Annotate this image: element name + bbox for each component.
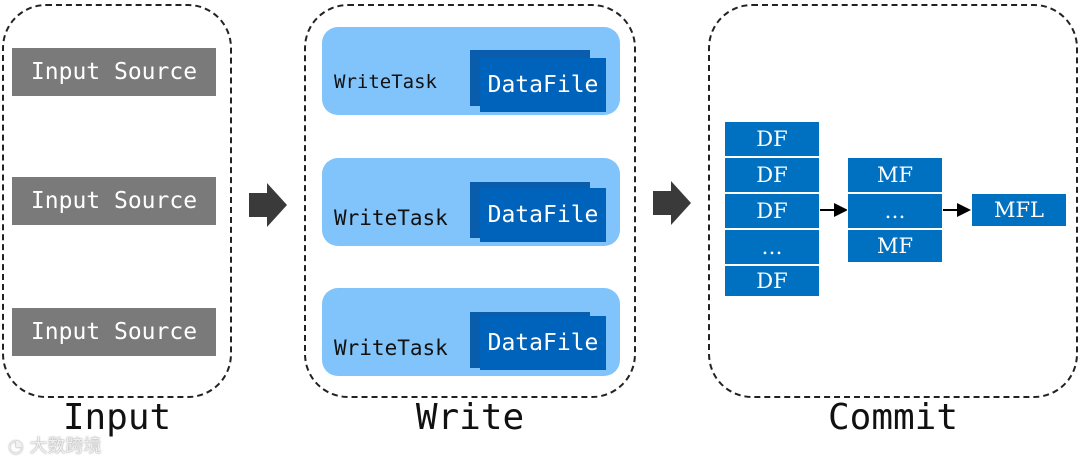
input-source-1: Input Source [12,48,216,96]
commit-data-file: DF [724,121,820,157]
write-task-label: WriteTask [334,336,448,360]
watermark-logo: ◔ 大数跨境 [8,432,101,458]
commit-data-file-ellipsis: … [724,229,820,265]
input-source-2: Input Source [12,177,216,225]
write-stage-box [304,4,636,398]
input-stage-label: Input [62,397,172,438]
stage-arrow-icon [249,183,287,227]
commit-data-file: DF [724,157,820,193]
commit-manifest-file-ellipsis: … [847,193,943,229]
commit-manifest-file: MF [847,229,943,263]
arrowhead-icon [957,203,971,217]
datafile: DataFile [480,58,606,112]
datafile: DataFile [480,188,606,242]
commit-manifest-file: MF [847,157,943,193]
watermark-icon: ◔ [8,436,24,457]
watermark-text: 大数跨境 [29,436,102,457]
write-task-3: WriteTask DataFile [322,288,620,376]
commit-data-file: DF [724,193,820,229]
commit-data-file: DF [724,265,820,297]
input-source-3: Input Source [12,308,216,356]
input-stage-box [2,4,232,398]
write-stage-label: Write [415,397,525,438]
arrowhead-icon [834,203,848,217]
stage-arrow-icon [653,181,691,225]
commit-stage-label: Commit [827,397,959,438]
write-task-1: WriteTask DataFile [322,27,620,115]
commit-manifest-list: MFL [971,193,1067,227]
write-task-2: WriteTask DataFile [322,158,620,246]
datafile: DataFile [480,316,606,370]
connector-line [943,209,959,211]
write-task-label: WriteTask [334,71,437,93]
connector-line [820,209,836,211]
write-task-label: WriteTask [334,206,448,230]
commit-stage-box [708,4,1078,398]
